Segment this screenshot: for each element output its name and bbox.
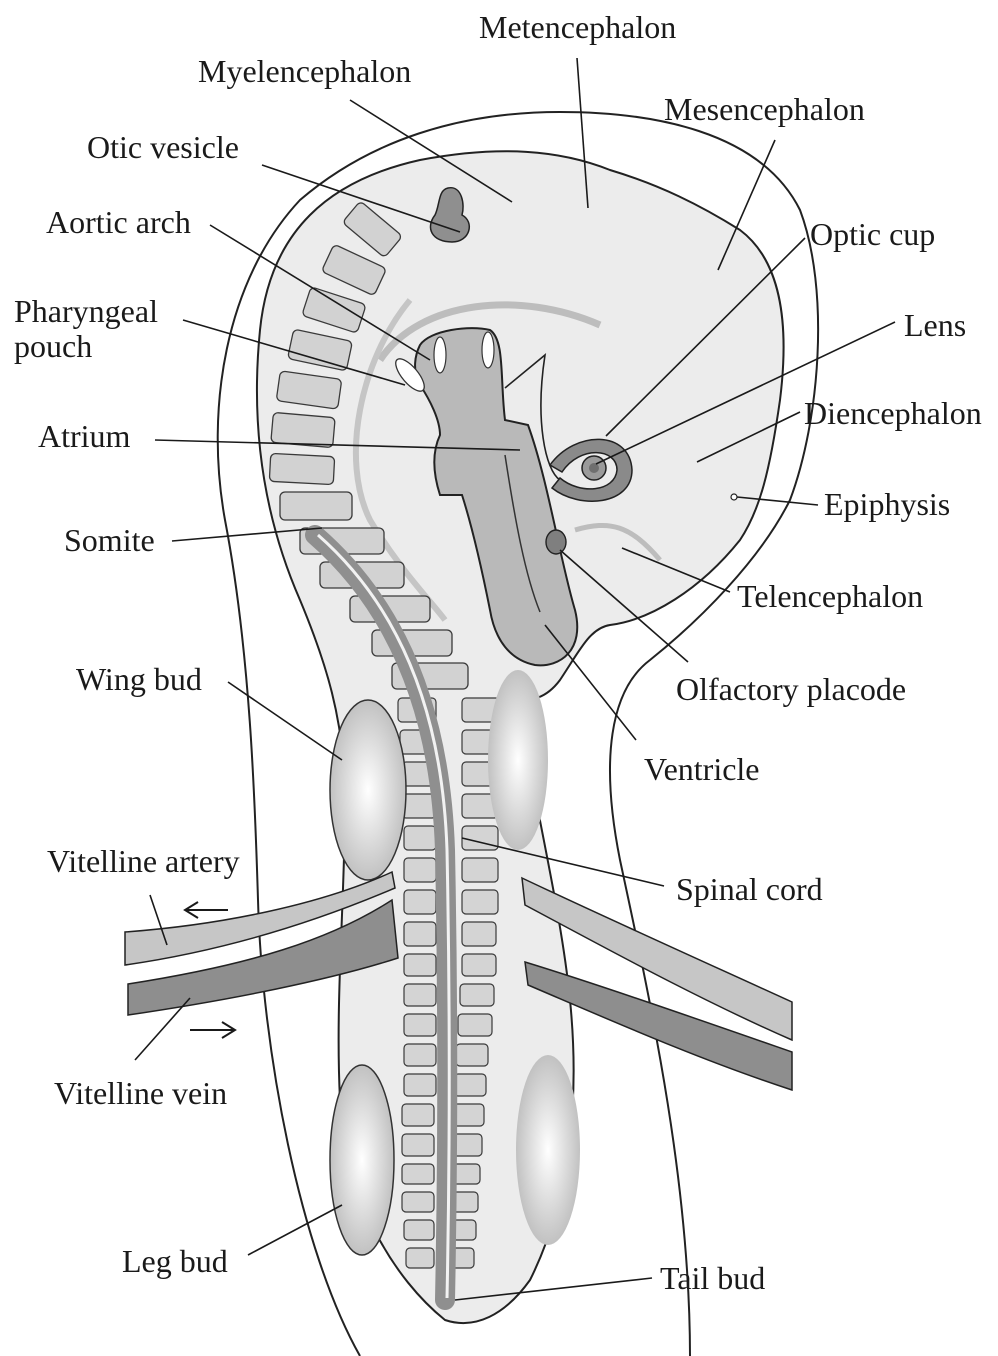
arrow-right [190,1022,235,1038]
wing-bud-left [330,700,406,880]
label-diencephalon: Diencephalon [804,395,982,431]
label-tail-bud: Tail bud [660,1260,765,1296]
label-lens: Lens [904,307,966,343]
leg-bud-right [516,1055,580,1245]
label-somite: Somite [64,522,155,558]
label-optic-cup: Optic cup [810,216,935,252]
aortic-arch-shape-2 [482,332,494,368]
label-spinal-cord: Spinal cord [676,871,823,907]
label-atrium: Atrium [38,418,131,454]
label-leg-bud: Leg bud [122,1243,228,1279]
label-otic-vesicle: Otic vesicle [87,129,239,165]
somite [269,453,334,484]
lens-core [589,463,599,473]
aortic-arch-shape-1 [434,337,446,373]
wing-bud-right [488,670,548,850]
label-telencephalon: Telencephalon [737,578,923,614]
olfactory-placode-shape [546,530,566,554]
label-vitelline-artery: Vitelline artery [47,843,240,879]
label-pharyngeal-pouch-2: pouch [14,328,92,364]
label-mesencephalon: Mesencephalon [664,91,865,127]
somite [280,492,352,520]
label-vitelline-vein: Vitelline vein [54,1075,227,1111]
arrow-left [185,902,228,918]
label-metencephalon: Metencephalon [479,9,676,45]
label-wing-bud: Wing bud [76,661,202,697]
label-ventricle: Ventricle [644,751,760,787]
somite [271,412,335,447]
label-aortic-arch: Aortic arch [46,204,191,240]
label-pharyngeal-pouch-1: Pharyngeal [14,293,158,329]
label-olfactory-placode: Olfactory placode [676,671,906,707]
leg-bud-left [330,1065,394,1255]
epiphysis-shape [731,494,737,500]
label-epiphysis: Epiphysis [824,486,950,522]
label-myelencephalon: Myelencephalon [198,53,411,89]
